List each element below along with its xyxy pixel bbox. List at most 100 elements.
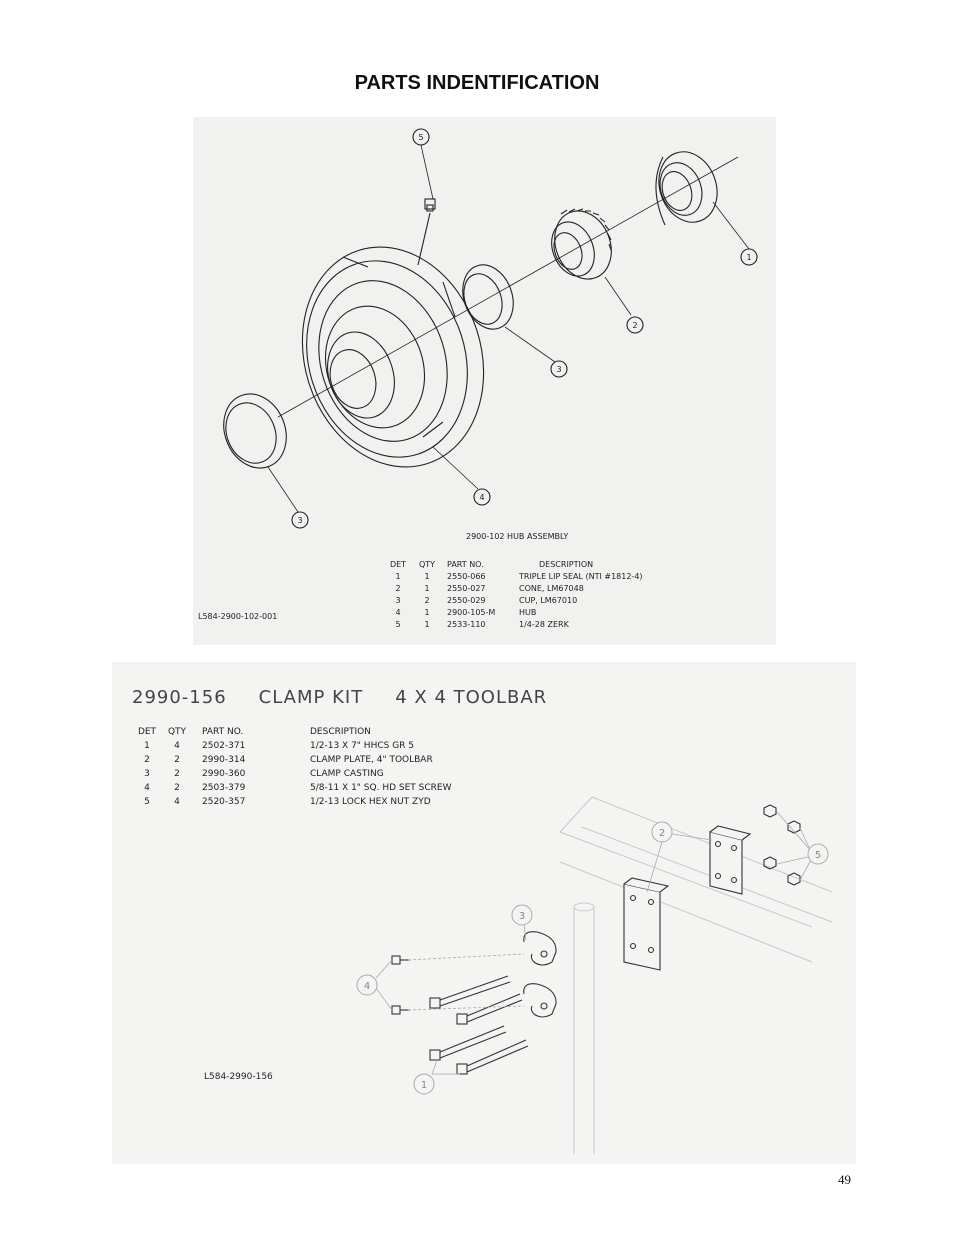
description-cell: CUP, LM67010 <box>519 596 578 605</box>
qty-cell: 4 <box>174 741 180 751</box>
part-number-cell: 2550-029 <box>447 596 486 605</box>
description-cell: 1/4-28 ZERK <box>519 620 569 629</box>
balloon-label: 1 <box>746 253 751 262</box>
det-cell: 5 <box>395 620 401 629</box>
balloon-4 <box>473 488 491 506</box>
qty-cell: 2 <box>174 769 180 779</box>
qty-cell: 2 <box>174 783 180 793</box>
hub-drawing-number: L584-2900-102-001 <box>198 612 278 621</box>
clamp-exploded-view: 2 5 3 4 1 <box>356 796 833 1154</box>
column-header: DESCRIPTION <box>539 560 594 569</box>
det-cell: 2 <box>144 755 150 765</box>
clamp-kit-title: 2990-156 CLAMP KIT 4 X 4 TOOLBAR <box>132 687 579 708</box>
det-cell: 1 <box>395 572 401 581</box>
description-cell: CLAMP PLATE, 4" TOOLBAR <box>310 755 433 765</box>
qty-cell: 1 <box>424 584 430 593</box>
column-header: QTY <box>167 727 187 737</box>
balloon-3 <box>511 904 533 926</box>
description-cell: CONE, LM67048 <box>519 584 584 593</box>
qty-cell: 4 <box>174 797 180 807</box>
qty-cell: 1 <box>424 620 430 629</box>
part-number-cell: 2503-379 <box>202 783 246 793</box>
det-cell: 4 <box>395 608 401 617</box>
det-cell: 3 <box>395 596 401 605</box>
qty-cell: 1 <box>424 572 430 581</box>
balloon-3 <box>550 360 568 378</box>
clamp-plate-part <box>709 825 752 895</box>
table-row: 1 1 2550-066 TRIPLE LIP SEAL (NTI #1812-… <box>383 572 643 584</box>
column-header: PART NO. <box>447 560 484 569</box>
table-header-row: DET QTY PART NO. DESCRIPTION <box>132 727 451 741</box>
clamp-plate-part <box>623 877 670 971</box>
balloon-label: 2 <box>632 321 637 330</box>
hub-assembly-title: 2900-102 HUB ASSEMBLY <box>466 532 569 541</box>
table-row: 5 4 2520-357 1/2-13 LOCK HEX NUT ZYD <box>132 797 451 811</box>
table-row: 4 1 2900-105-M HUB <box>383 608 643 620</box>
table-header-row: DET QTY PART NO. DESCRIPTION <box>383 560 643 572</box>
part-number-cell: 2990-314 <box>202 755 246 765</box>
page-title: PARTS INDENTIFICATION <box>354 72 600 94</box>
qty-cell: 2 <box>424 596 430 605</box>
qty-cell: 1 <box>424 608 430 617</box>
clamp-casting-part <box>523 931 557 1018</box>
description-cell: CLAMP CASTING <box>310 769 384 779</box>
column-header: QTY <box>418 560 436 569</box>
description-cell: 5/8-11 X 1" SQ. HD SET SCREW <box>310 783 452 793</box>
hub-assembly-drawing: 5 1 2 3 4 3 2900-102 HUB ASSEMBLY DET QT… <box>193 117 776 645</box>
part-number-cell: 2502-371 <box>202 741 246 751</box>
clamp-kit-size: 4 X 4 TOOLBAR <box>395 687 548 708</box>
clamp-drawing-number: L584-2990-156 <box>204 1072 273 1082</box>
det-cell: 4 <box>144 783 150 793</box>
description-cell: HUB <box>519 608 537 617</box>
lock-hex-nut-part <box>763 804 801 886</box>
balloon-label: 4 <box>364 981 370 992</box>
balloon-4 <box>356 974 378 996</box>
clamp-kit-number: 2990-156 <box>132 687 227 708</box>
balloon-2 <box>651 821 673 843</box>
part-number-cell: 2550-066 <box>447 572 486 581</box>
description-cell: TRIPLE LIP SEAL (NTI #1812-4) <box>519 572 643 581</box>
balloon-label: 1 <box>421 1080 427 1091</box>
table-row: 3 2 2550-029 CUP, LM67010 <box>383 596 643 608</box>
hex-bolt-part <box>429 975 529 1075</box>
balloon-label: 4 <box>479 493 484 502</box>
balloon-label: 5 <box>815 850 821 861</box>
triple-lip-seal-part <box>655 151 718 226</box>
bearing-cone-part <box>551 208 612 280</box>
balloon-label: 3 <box>556 365 561 374</box>
page-number: 49 <box>838 1172 851 1187</box>
balloon-1 <box>413 1073 435 1095</box>
description-cell: 1/2-13 X 7" HHCS GR 5 <box>310 741 415 751</box>
hub-exploded-view: 5 1 2 3 4 3 <box>223 128 758 529</box>
description-cell: 1/2-13 LOCK HEX NUT ZYD <box>310 797 431 807</box>
set-screw-part <box>391 955 410 1015</box>
column-header: DET <box>389 560 407 569</box>
det-cell: 5 <box>144 797 150 807</box>
bearing-cup-part <box>462 264 514 330</box>
table-row: 5 1 2533-110 1/4-28 ZERK <box>383 620 643 632</box>
part-number-cell: 2533-110 <box>447 620 486 629</box>
part-number-cell: 2550-027 <box>447 584 486 593</box>
table-row: 3 2 2990-360 CLAMP CASTING <box>132 769 451 783</box>
clamp-kit-drawing: 2990-156 CLAMP KIT 4 X 4 TOOLBAR DET QTY P… <box>112 662 856 1164</box>
clamp-kit-name: CLAMP KIT <box>258 687 364 708</box>
balloon-3b <box>291 511 309 529</box>
zerk-fitting-part <box>417 198 436 266</box>
qty-cell: 2 <box>174 755 180 765</box>
balloon-5 <box>412 128 430 146</box>
table-row: 2 2 2990-314 CLAMP PLATE, 4" TOOLBAR <box>132 755 451 769</box>
hub-parts-table: DET QTY PART NO. DESCRIPTION 1 1 2550-06… <box>383 560 643 632</box>
column-header: DESCRIPTION <box>310 727 371 737</box>
balloon-2 <box>626 316 644 334</box>
bearing-cup-part-lower <box>223 393 287 469</box>
table-row: 4 2 2503-379 5/8-11 X 1" SQ. HD SET SCRE… <box>132 783 451 797</box>
column-header: PART NO. <box>202 727 244 737</box>
hub-part <box>301 246 485 468</box>
balloon-label: 5 <box>418 133 423 142</box>
balloon-1 <box>740 248 758 266</box>
part-number-cell: 2990-360 <box>202 769 246 779</box>
table-row: 1 4 2502-371 1/2-13 X 7" HHCS GR 5 <box>132 741 451 755</box>
part-number-cell: 2520-357 <box>202 797 246 807</box>
clamp-parts-table: DET QTY PART NO. DESCRIPTION 1 4 2502-37… <box>132 727 452 811</box>
column-header: DET <box>137 727 157 737</box>
